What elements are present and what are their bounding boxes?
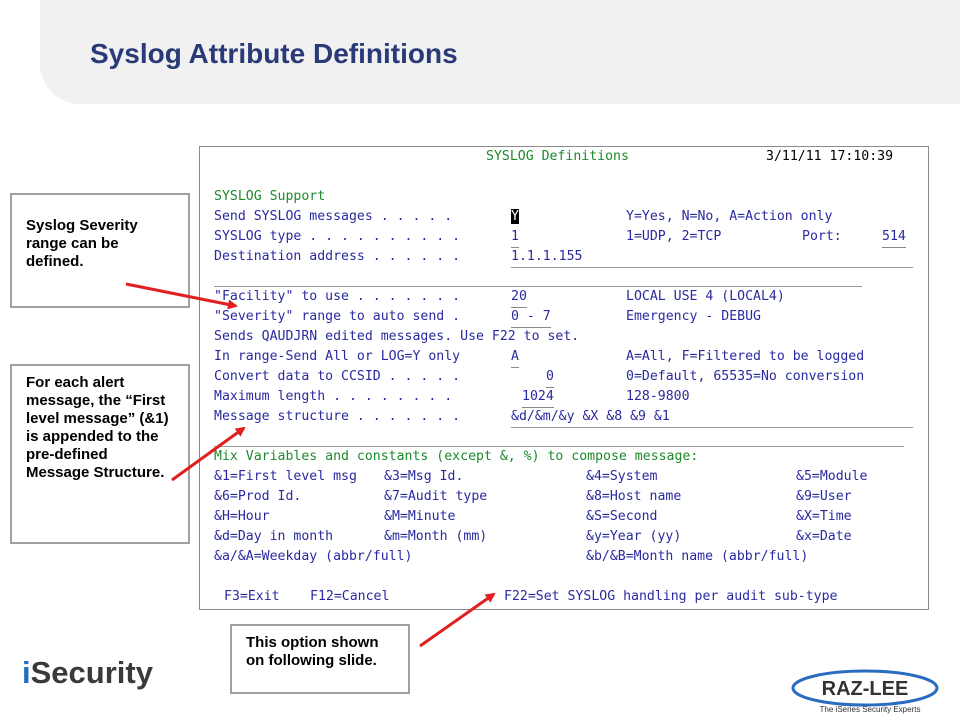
mix-title: Mix Variables and constants (except &, %… <box>214 449 699 464</box>
divider <box>214 446 904 447</box>
slide-title: Syslog Attribute Definitions <box>90 38 458 69</box>
var-cell: &6=Prod Id. <box>214 489 302 504</box>
field-label-send: Send SYSLOG messages . . . . . <box>214 209 453 224</box>
port-input[interactable]: 514 <box>882 227 906 248</box>
razlee-logo-text: RAZ-LEE <box>822 678 909 700</box>
msgstructure-input[interactable]: &d/&m/&y &X &8 &9 &1 <box>511 409 670 424</box>
var-cell: &3=Msg Id. <box>384 469 464 484</box>
var-cell: &7=Audit type <box>384 489 488 504</box>
field-label-severity: "Severity" range to auto send . <box>214 309 461 324</box>
field-label-destination: Destination address . . . . . . <box>214 249 461 264</box>
maxlength-input[interactable]: 1024 <box>522 387 554 408</box>
var-cell: &X=Time <box>796 509 852 524</box>
f12-cancel-key[interactable]: F12=Cancel <box>310 589 390 604</box>
inrange-hint: A=All, F=Filtered to be logged <box>626 349 865 364</box>
var-cell: &m=Month (mm) <box>384 529 488 544</box>
divider <box>214 286 862 287</box>
maxlength-hint: 128-9800 <box>626 389 690 404</box>
facility-input[interactable]: 20 <box>511 287 527 308</box>
f3-exit-key[interactable]: F3=Exit <box>224 589 280 604</box>
field-send-input[interactable]: Y <box>511 209 519 224</box>
callout-first-level: For each alert message, the “First level… <box>10 364 190 544</box>
var-cell: &M=Minute <box>384 509 456 524</box>
section-title: SYSLOG Support <box>214 189 326 204</box>
field-label-inrange: In range-Send All or LOG=Y only <box>214 349 461 364</box>
terminal-datetime: 3/11/11 17:10:39 <box>766 149 894 164</box>
field-label-maxlength: Maximum length . . . . . . . . <box>214 389 453 404</box>
field-type-hint: 1=UDP, 2=TCP <box>626 229 722 244</box>
field-send-hint: Y=Yes, N=No, A=Action only <box>626 209 833 224</box>
terminal-screen: SYSLOG Definitions 3/11/11 17:10:39 SYSL… <box>199 146 929 610</box>
ccsid-hint: 0=Default, 65535=No conversion <box>626 369 865 384</box>
f22-set-handling-key[interactable]: F22=Set SYSLOG handling per audit sub-ty… <box>504 589 838 604</box>
var-cell: &H=Hour <box>214 509 270 524</box>
severity-hint: Emergency - DEBUG <box>626 309 761 324</box>
var-cell: &b/&B=Month name (abbr/full) <box>586 549 809 564</box>
terminal-header: SYSLOG Definitions <box>486 149 629 164</box>
var-cell: &4=System <box>586 469 658 484</box>
ccsid-input[interactable]: 0 <box>546 367 554 388</box>
var-cell: &5=Module <box>796 469 868 484</box>
var-cell: &9=User <box>796 489 852 504</box>
arrow-first-level <box>171 426 246 482</box>
arrow-option <box>419 592 496 648</box>
arrow-severity <box>125 282 238 310</box>
field-label-ccsid: Convert data to CCSID . . . . . <box>214 369 461 384</box>
var-cell: &1=First level msg <box>214 469 357 484</box>
field-label-msgstructure: Message structure . . . . . . . <box>214 409 461 424</box>
msgstructure-underline <box>511 427 913 428</box>
var-cell: &d=Day in month <box>214 529 334 544</box>
destination-input[interactable]: 1.1.1.155 <box>511 249 583 264</box>
razlee-logo: RAZ-LEE The iSeries Security Experts <box>791 669 939 714</box>
field-label-type: SYSLOG type . . . . . . . . . . <box>214 229 461 244</box>
destination-underline <box>511 267 913 268</box>
callout-option: This option shown on following slide. <box>230 624 410 694</box>
razlee-tagline: The iSeries Security Experts <box>820 705 921 714</box>
severity-range-input[interactable]: 0 - 7 <box>511 307 551 328</box>
field-type-input[interactable]: 1 <box>511 227 519 248</box>
var-cell: &x=Date <box>796 529 852 544</box>
qaudjrn-note: Sends QAUDJRN edited messages. Use F22 t… <box>214 329 580 344</box>
header-band <box>40 0 960 104</box>
var-cell: &8=Host name <box>586 489 682 504</box>
facility-hint: LOCAL USE 4 (LOCAL4) <box>626 289 785 304</box>
inrange-input[interactable]: A <box>511 347 519 368</box>
var-cell: &S=Second <box>586 509 658 524</box>
var-cell: &y=Year (yy) <box>586 529 682 544</box>
var-cell: &a/&A=Weekday (abbr/full) <box>214 549 413 564</box>
port-label: Port: <box>802 229 842 244</box>
callout-severity: Syslog Severity range can be defined. <box>10 193 190 308</box>
isecurity-logo: iSecurity <box>22 655 153 690</box>
